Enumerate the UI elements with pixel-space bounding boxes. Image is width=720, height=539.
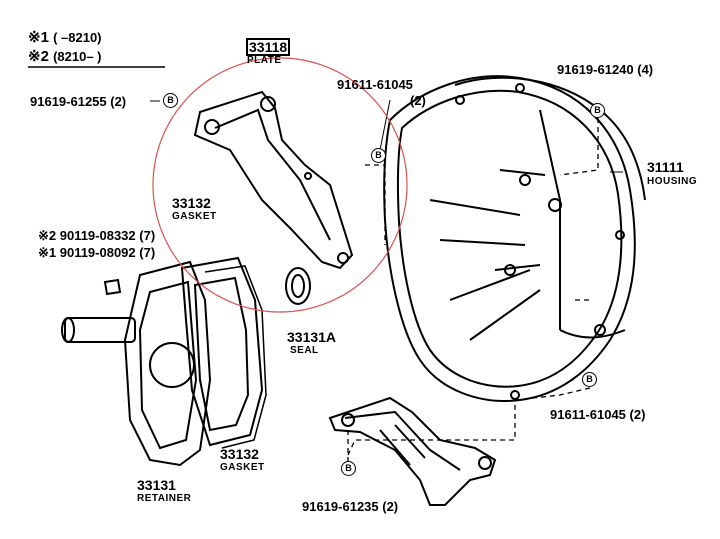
plate-bolt-qty: (2): [410, 93, 426, 108]
leader-lines: [347, 118, 599, 462]
plate-drawing: [193, 90, 354, 270]
bolt-top-right-badge: B: [590, 103, 605, 118]
gasket-bottom-part-name: GASKET: [220, 462, 265, 473]
retainer-part-name: RETAINER: [137, 493, 192, 504]
gasket-top-part-name: GASKET: [172, 211, 217, 222]
note-2-range: (8210– ): [53, 49, 102, 64]
gasket-bottom-part-number[interactable]: 33132: [220, 446, 259, 462]
bolt-bottom-right-part-number[interactable]: 91611-61045 (2): [550, 407, 646, 422]
retainer-drawing: [61, 260, 212, 467]
bolt-bottom-part-number[interactable]: 91619-61235 (2): [302, 499, 399, 514]
gasket-bottom-drawing: [204, 265, 267, 449]
note-1-range: ( –8210): [53, 30, 102, 45]
retainer-part-number[interactable]: 33131: [137, 477, 176, 493]
bolt-top-left-badge: B: [163, 93, 178, 108]
highlight-circle: [152, 57, 408, 313]
gasket-top-part-number[interactable]: 33132: [172, 195, 211, 211]
housing-part-name: HOUSING: [647, 176, 698, 187]
bolt-alt-2-part-number[interactable]: ※2 90119-08332 (7): [38, 228, 156, 243]
bolt-bottom-right-badge: B: [582, 372, 597, 387]
seal-drawing: [285, 267, 311, 305]
seal-part-number[interactable]: 33131A: [287, 329, 337, 345]
bolt-bottom-badge: B: [341, 461, 356, 476]
plate-bolt-part-number[interactable]: 91611-61045: [337, 77, 413, 92]
label-leaders: [150, 99, 623, 173]
bolt-alt-1-part-number[interactable]: ※1 90119-08092 (7): [38, 245, 156, 260]
bolt-top-right-part-number[interactable]: 91619-61240 (4): [557, 62, 654, 77]
bolt-top-left-part-number[interactable]: 91619-61255 (2): [30, 94, 127, 109]
gasket-top-drawing: [180, 256, 264, 447]
note-2-mark: ※2: [28, 48, 49, 65]
lower-bracket-drawing: [328, 396, 497, 506]
seal-part-name: SEAL: [290, 345, 319, 356]
housing-drawing: [383, 75, 646, 402]
header-note-1: ※1 ( –8210): [28, 30, 102, 45]
plate-bolt-badge: B: [371, 148, 386, 163]
header-note-2: ※2 (8210– ): [28, 49, 102, 64]
plate-part-name: PLATE: [247, 55, 282, 66]
note-1-mark: ※1: [28, 29, 49, 46]
housing-part-number[interactable]: 31111: [647, 159, 684, 175]
plate-part-number[interactable]: 33118: [246, 38, 291, 56]
